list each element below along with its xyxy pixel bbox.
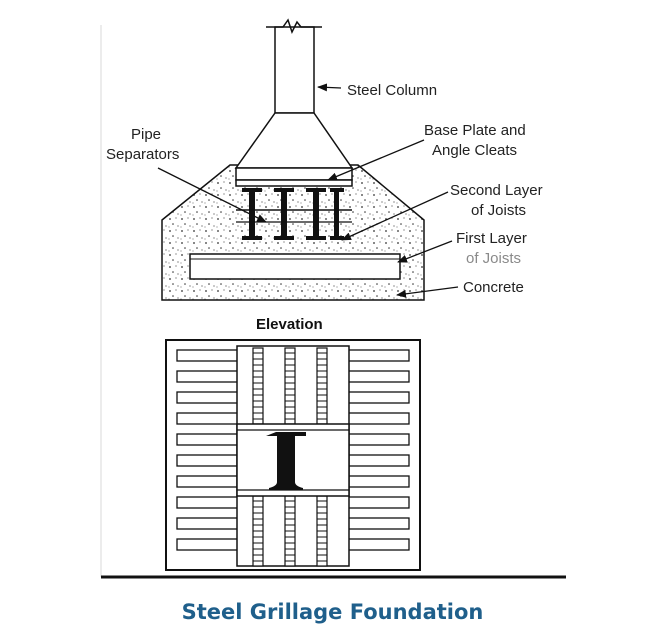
figure-caption: Steel Grillage Foundation	[181, 600, 484, 624]
label-pipe-2: Separators	[106, 146, 179, 163]
elevation-view	[161, 18, 425, 301]
plan-view	[165, 339, 421, 571]
label-base-plate-1: Base Plate and	[424, 122, 526, 139]
leader-first-layer	[397, 240, 453, 263]
label-second-layer-2: of Joists	[471, 202, 526, 219]
leader-steel-column	[317, 83, 342, 92]
label-concrete: Concrete	[463, 279, 524, 296]
label-steel-column: Steel Column	[347, 82, 437, 99]
column-flare	[234, 112, 354, 169]
steel-grillage-diagram: Steel Column Base Plate and Angle Cleats…	[100, 18, 566, 579]
column-break-mark	[266, 18, 322, 34]
plan-column-section	[266, 432, 306, 490]
angle-cleat-plate	[235, 179, 353, 187]
label-first-layer-1: First Layer	[456, 230, 527, 247]
leader-concrete	[396, 286, 459, 298]
leader-second-layer	[341, 191, 449, 241]
second-layer-joists	[242, 188, 344, 240]
label-elevation: Elevation	[256, 316, 323, 333]
second-layer-joist-lines	[252, 347, 328, 567]
label-first-layer-2: of Joists	[466, 250, 521, 267]
first-layer-joists	[189, 253, 401, 280]
leader-pipe-separators	[157, 167, 267, 223]
leader-lines	[157, 83, 459, 298]
label-base-plate-2: Angle Cleats	[432, 142, 517, 159]
leader-base-plate	[327, 139, 425, 181]
label-pipe-1: Pipe	[131, 126, 161, 143]
steel-column	[274, 26, 315, 114]
label-second-layer-1: Second Layer	[450, 182, 543, 199]
base-plate	[235, 167, 353, 181]
